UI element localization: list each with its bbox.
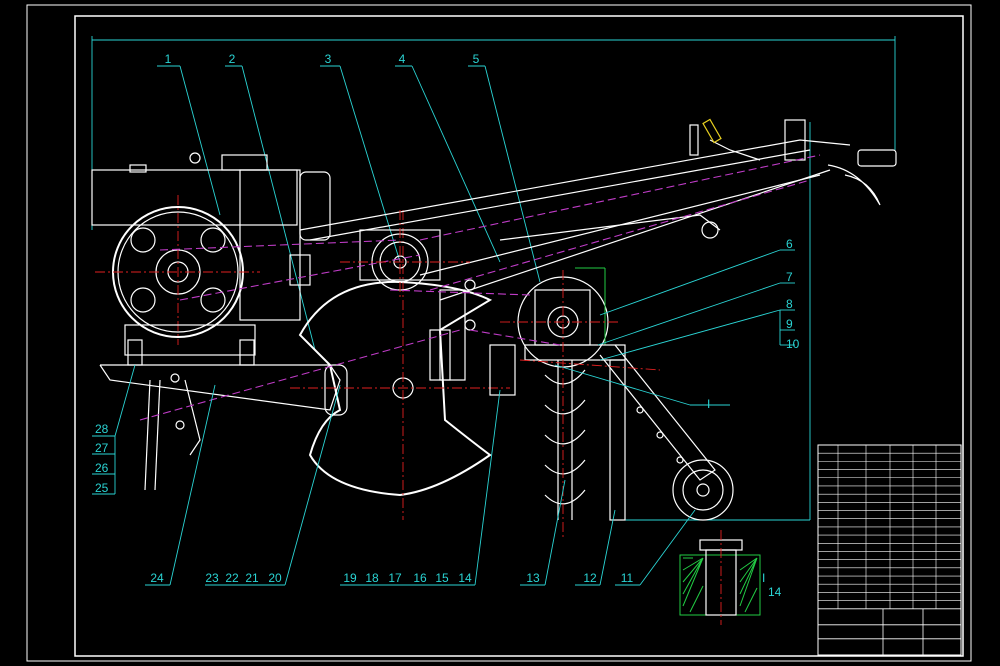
auger bbox=[489, 344, 626, 521]
label-3: 3 bbox=[325, 52, 332, 66]
label-17: 17 bbox=[388, 571, 402, 585]
label-7: 7 bbox=[786, 270, 793, 284]
chassis bbox=[99, 364, 348, 491]
label-8: 8 bbox=[786, 297, 793, 311]
label-21: 21 bbox=[245, 571, 259, 585]
label-14: 14 bbox=[458, 571, 472, 585]
detail-marker: I bbox=[707, 397, 710, 411]
label-25: 25 bbox=[95, 481, 109, 495]
label-22: 22 bbox=[225, 571, 239, 585]
label-9: 9 bbox=[786, 317, 793, 331]
detail-caption: I bbox=[762, 571, 765, 585]
drive-pulley bbox=[517, 267, 626, 368]
label-27: 27 bbox=[95, 441, 109, 455]
label-5: 5 bbox=[473, 52, 480, 66]
label-19: 19 bbox=[343, 571, 357, 585]
label-10: 10 bbox=[786, 337, 800, 351]
detail-section bbox=[679, 530, 761, 625]
belt-phantom bbox=[139, 154, 821, 421]
label-6: 6 bbox=[786, 237, 793, 251]
label-16: 16 bbox=[413, 571, 427, 585]
top-leaders bbox=[157, 65, 541, 351]
label-23: 23 bbox=[205, 571, 219, 585]
right-leaders bbox=[554, 249, 795, 406]
label-24: 24 bbox=[150, 571, 164, 585]
label-4: 4 bbox=[399, 52, 406, 66]
outer-frame bbox=[26, 4, 972, 662]
label-12: 12 bbox=[583, 571, 597, 585]
label-28: 28 bbox=[95, 422, 109, 436]
engine bbox=[91, 152, 331, 366]
depth-wheel bbox=[599, 344, 734, 521]
centerlines bbox=[340, 210, 661, 540]
overall-dimension bbox=[91, 36, 896, 521]
handle-bars bbox=[299, 118, 897, 301]
inner-frame bbox=[74, 15, 964, 657]
label-2: 2 bbox=[229, 52, 236, 66]
label-26: 26 bbox=[95, 461, 109, 475]
bottom-leaders bbox=[145, 384, 696, 586]
label-13: 13 bbox=[526, 571, 540, 585]
label-20: 20 bbox=[268, 571, 282, 585]
left-leaders bbox=[92, 364, 136, 495]
label-15: 15 bbox=[435, 571, 449, 585]
label-18: 18 bbox=[365, 571, 379, 585]
detail-number: 14 bbox=[768, 585, 782, 599]
gearbox bbox=[359, 229, 476, 381]
label-11: 11 bbox=[621, 571, 634, 585]
label-1: 1 bbox=[165, 52, 172, 66]
title-block bbox=[817, 444, 962, 656]
